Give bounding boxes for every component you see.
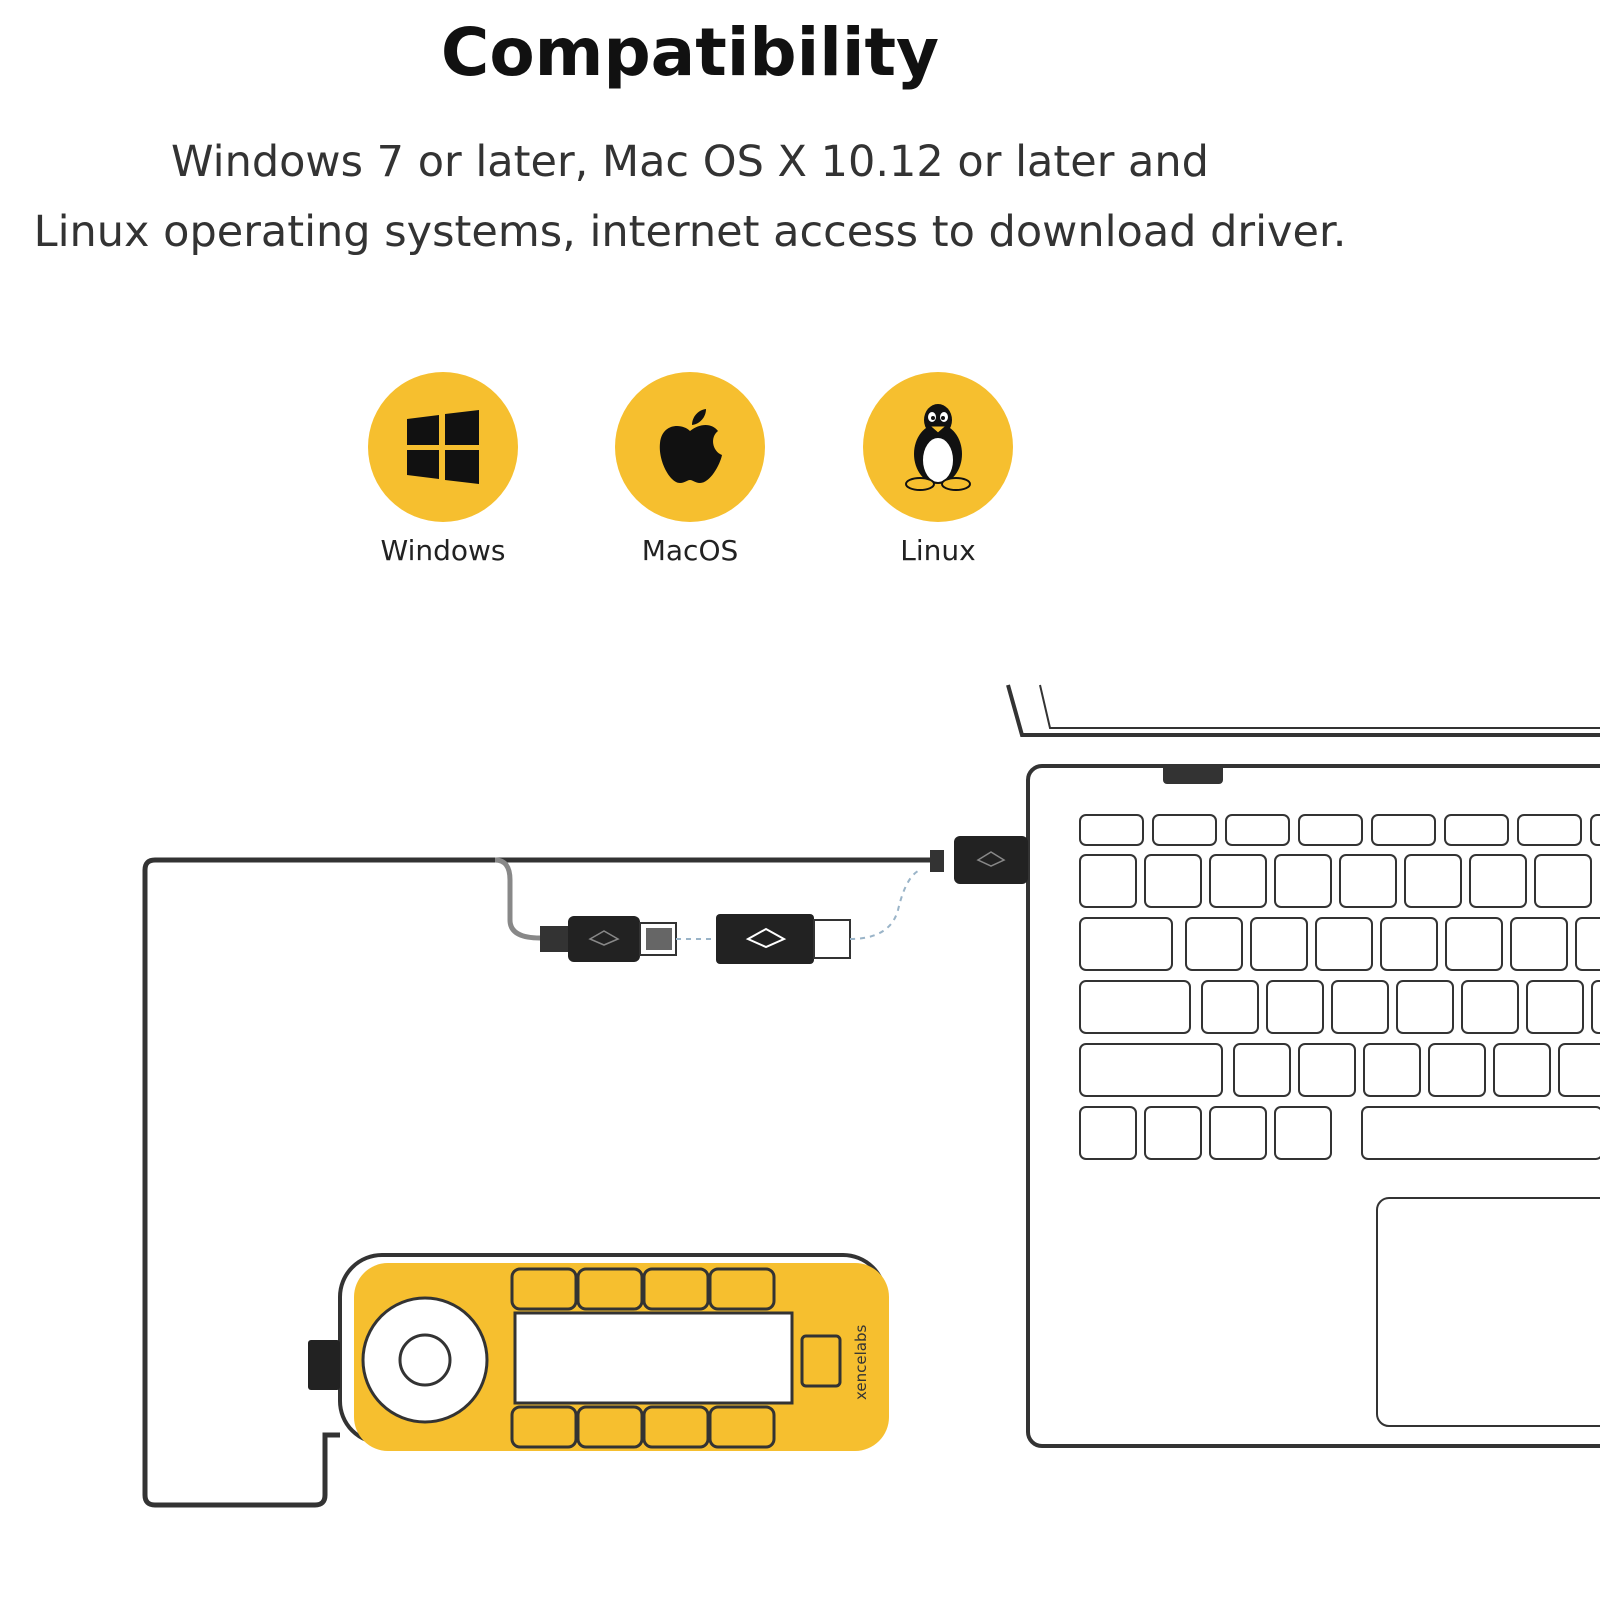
laptop-key	[1575, 917, 1600, 971]
laptop-key	[1233, 1043, 1291, 1097]
laptop-key	[1079, 814, 1144, 846]
laptop-key	[1079, 1106, 1137, 1160]
laptop-key	[1209, 1106, 1267, 1160]
laptop-key	[1363, 1043, 1421, 1097]
laptop-touchpad	[1376, 1197, 1600, 1427]
laptop-key	[1404, 854, 1462, 908]
laptop-key	[1517, 814, 1582, 846]
compatibility-description-line-1: Windows 7 or later, Mac OS X 10.12 or la…	[171, 137, 1209, 187]
laptop-key	[1298, 814, 1363, 846]
os-label-windows: Windows	[380, 534, 506, 567]
laptop-key	[1461, 980, 1519, 1034]
os-linux: Linux	[863, 372, 1013, 567]
laptop-key	[1493, 1043, 1551, 1097]
laptop-key	[1152, 814, 1217, 846]
laptop-key	[1144, 1106, 1202, 1160]
laptop-key	[1361, 1106, 1600, 1160]
laptop-key	[1315, 917, 1373, 971]
laptop-key	[1298, 1043, 1356, 1097]
windows-logo-icon	[368, 372, 518, 522]
usb-cable	[142, 857, 935, 1508]
tux-penguin-icon	[863, 372, 1013, 522]
laptop-key	[1079, 1043, 1223, 1097]
laptop-key	[1331, 980, 1389, 1034]
device-key	[642, 1267, 710, 1311]
laptop-key	[1380, 917, 1438, 971]
usb-adapter	[676, 869, 921, 964]
quick-keys-device: xencelabs	[308, 1253, 889, 1451]
laptop-key	[1428, 1043, 1486, 1097]
laptop-key	[1534, 854, 1592, 908]
os-macos: MacOS	[615, 372, 765, 567]
usb-a-plug	[930, 836, 1028, 884]
laptop-key	[1469, 854, 1527, 908]
laptop-illustration	[1006, 684, 1600, 1448]
laptop-key	[1266, 980, 1324, 1034]
laptop-key	[1444, 814, 1509, 846]
usb-c-plug	[540, 916, 677, 962]
laptop-key	[1079, 854, 1137, 908]
laptop-key	[1079, 917, 1173, 971]
usb-c-branch-cable	[494, 857, 541, 941]
laptop-key	[1274, 854, 1332, 908]
laptop-key	[1526, 980, 1584, 1034]
device-key	[708, 1267, 776, 1311]
laptop-key	[1396, 980, 1454, 1034]
laptop-key	[1591, 980, 1600, 1034]
page-title: Compatibility	[440, 14, 940, 91]
laptop-key	[1250, 917, 1308, 971]
laptop-key	[1339, 854, 1397, 908]
compatibility-description-line-2: Linux operating systems, internet access…	[33, 207, 1347, 257]
device-key	[510, 1405, 578, 1449]
laptop-key	[1590, 814, 1600, 846]
laptop-key	[1510, 917, 1568, 971]
device-key	[576, 1405, 644, 1449]
device-key	[576, 1267, 644, 1311]
laptop-key	[1371, 814, 1436, 846]
laptop-key	[1558, 1043, 1600, 1097]
laptop-key	[1201, 980, 1259, 1034]
device-key	[708, 1405, 776, 1449]
laptop-key	[1185, 917, 1243, 971]
os-label-macos: MacOS	[641, 534, 739, 567]
os-windows: Windows	[368, 372, 518, 567]
connection-diagram: xencelabs	[142, 684, 1600, 1508]
device-key	[510, 1267, 578, 1311]
device-key	[642, 1405, 710, 1449]
os-label-linux: Linux	[900, 534, 976, 567]
laptop-key	[1445, 917, 1503, 971]
device-brand-label: xencelabs	[852, 1324, 870, 1400]
laptop-key	[1274, 1106, 1332, 1160]
apple-logo-icon	[615, 372, 765, 522]
laptop-key	[1079, 980, 1191, 1034]
laptop-key	[1225, 814, 1290, 846]
laptop-key	[1209, 854, 1267, 908]
laptop-key	[1144, 854, 1202, 908]
